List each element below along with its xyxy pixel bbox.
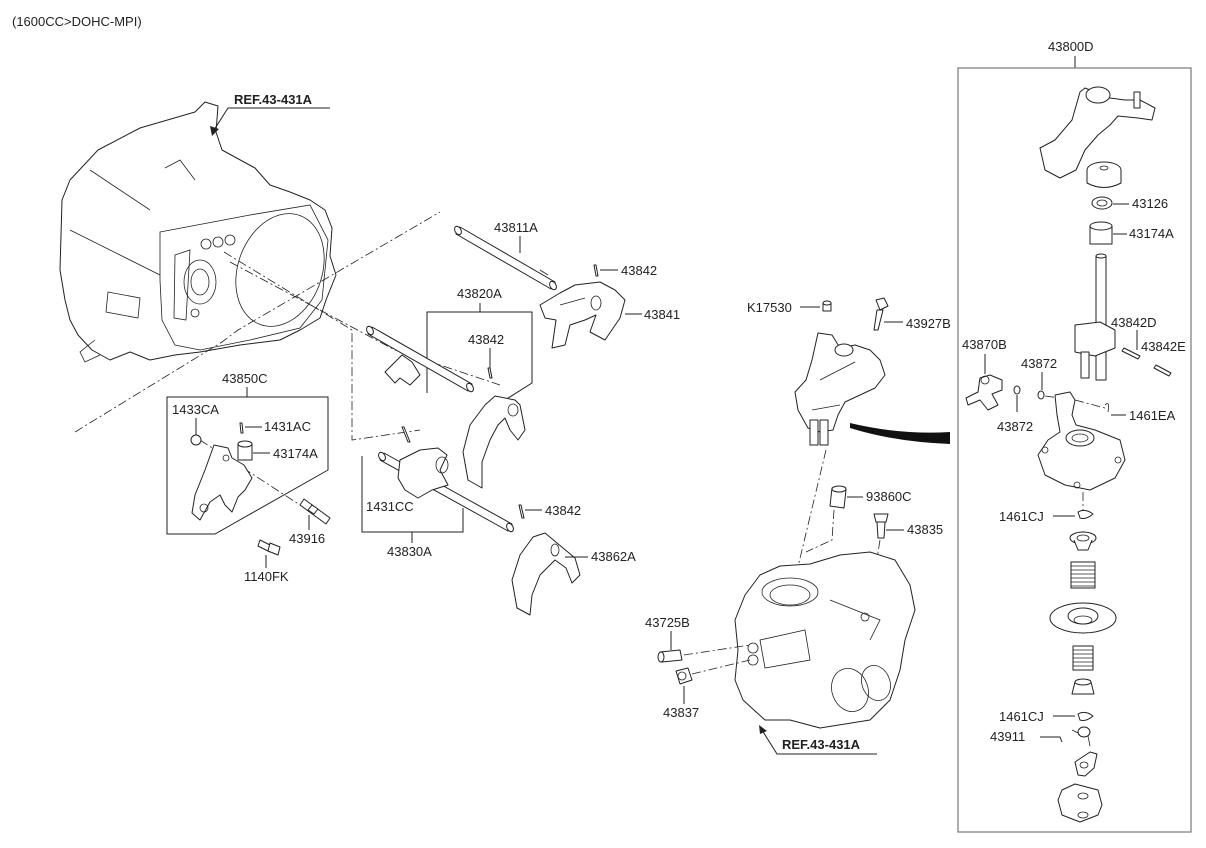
part-spring-upper[interactable] xyxy=(1070,561,1096,589)
reference-callout-lower: REF.43-431A xyxy=(759,725,877,755)
part-label-43842-low[interactable]: 43842 xyxy=(545,503,581,518)
part-label-43820A[interactable]: 43820A xyxy=(457,286,502,301)
part-1461CJ-clip-upper[interactable] xyxy=(1077,509,1094,519)
part-shift-housing-cover[interactable] xyxy=(1037,391,1126,491)
part-43842-roll-pin-low[interactable] xyxy=(518,504,525,519)
part-43830A-shift-rail[interactable] xyxy=(377,447,515,533)
part-label-43872-upper[interactable]: 43872 xyxy=(1021,356,1057,371)
assembly-box-43800D xyxy=(957,67,1192,833)
part-43870B-bracket[interactable] xyxy=(965,374,1003,411)
part-1140FK-bolt[interactable] xyxy=(257,539,281,556)
centerline-switch xyxy=(805,509,835,553)
part-label-43842E[interactable]: 43842E xyxy=(1141,339,1186,354)
part-1461CJ-clip-lower[interactable] xyxy=(1077,711,1094,721)
part-43911-spring[interactable] xyxy=(1071,726,1091,747)
centerline-clip xyxy=(1074,399,1106,409)
part-43862A-shift-fork[interactable] xyxy=(511,532,581,616)
group-bracket-43820A xyxy=(426,311,533,401)
part-43837-plug[interactable] xyxy=(675,667,693,685)
part-43850C-shift-lever[interactable] xyxy=(191,444,253,521)
connection-wedge xyxy=(850,423,950,444)
part-label-43174A-right[interactable]: 43174A xyxy=(1129,226,1174,241)
part-spring-seat-upper[interactable] xyxy=(1069,531,1097,551)
reference-label-lower: REF.43-431A xyxy=(782,737,861,752)
part-43820A-shift-fork[interactable] xyxy=(462,395,526,489)
part-label-43841[interactable]: 43841 xyxy=(644,307,680,322)
part-K17530-plug[interactable] xyxy=(822,300,832,312)
part-label-43862A[interactable]: 43862A xyxy=(591,549,636,564)
part-spring-seat-lower[interactable] xyxy=(1071,678,1095,695)
part-43872-oring-upper[interactable] xyxy=(1037,390,1045,400)
engine-variant-caption: (1600CC>DOHC-MPI) xyxy=(12,14,142,29)
part-label-43916[interactable]: 43916 xyxy=(289,531,325,546)
part-label-43725B[interactable]: 43725B xyxy=(645,615,690,630)
transaxle-housing-lower[interactable] xyxy=(734,551,916,729)
part-1431AC-pin[interactable] xyxy=(239,422,244,434)
reference-callout-upper: REF.43-431A xyxy=(210,92,330,136)
assembly-label-43800D[interactable]: 43800D xyxy=(1048,39,1094,54)
part-43842-roll-pin-top[interactable] xyxy=(593,264,599,277)
part-label-43126[interactable]: 43126 xyxy=(1132,196,1168,211)
part-1433CA-bushing[interactable] xyxy=(190,434,202,446)
part-43842E-pin[interactable] xyxy=(1153,364,1172,377)
part-1461EA-clip[interactable] xyxy=(1104,403,1109,413)
centerline-shift-assy xyxy=(789,449,827,601)
part-label-1140FK[interactable]: 1140FK xyxy=(244,569,289,584)
part-93860C-switch[interactable] xyxy=(829,485,847,509)
part-label-K17530[interactable]: K17530 xyxy=(747,300,792,315)
part-label-1433CA[interactable]: 1433CA xyxy=(172,402,219,417)
part-43820A-shift-rail[interactable] xyxy=(365,325,475,393)
part-43174A-bushing-left[interactable] xyxy=(237,440,253,461)
centerline-pin xyxy=(683,644,751,656)
reference-label: REF.43-431A xyxy=(234,92,313,107)
part-label-43872-lower[interactable]: 43872 xyxy=(997,419,1033,434)
centerline-plug-2 xyxy=(691,659,751,675)
part-label-1461CJ-lower[interactable]: 1461CJ xyxy=(999,709,1044,724)
part-43174A-bushing-right[interactable] xyxy=(1089,221,1113,245)
part-1431CC-pin[interactable] xyxy=(401,426,411,443)
shift-control-assembly[interactable] xyxy=(794,332,886,446)
part-label-43835[interactable]: 43835 xyxy=(907,522,943,537)
part-43811A-shift-rail[interactable] xyxy=(453,225,558,291)
part-43842-roll-pin-mid[interactable] xyxy=(487,367,493,379)
part-label-43927B[interactable]: 43927B xyxy=(906,316,951,331)
part-label-1461EA[interactable]: 1461EA xyxy=(1129,408,1176,423)
transaxle-housing-left[interactable] xyxy=(59,101,339,363)
part-shift-shaft[interactable] xyxy=(1074,253,1116,381)
part-43927B-bolt[interactable] xyxy=(873,297,889,331)
part-label-1461CJ-upper[interactable]: 1461CJ xyxy=(999,509,1044,524)
group-box-43850C xyxy=(166,396,329,535)
part-43835-plug[interactable] xyxy=(873,513,889,539)
part-shift-lever-upper[interactable] xyxy=(1039,86,1156,188)
part-43842D-pin[interactable] xyxy=(1121,347,1141,360)
part-label-43911[interactable]: 43911 xyxy=(990,729,1025,744)
arrow-icon xyxy=(759,725,767,734)
part-label-43870B[interactable]: 43870B xyxy=(962,337,1007,352)
part-select-lever[interactable] xyxy=(1074,751,1098,777)
part-label-43842-mid[interactable]: 43842 xyxy=(468,332,504,347)
part-label-43842D[interactable]: 43842D xyxy=(1111,315,1157,330)
part-label-43830A[interactable]: 43830A xyxy=(387,544,432,559)
assembly-centerlines-left xyxy=(74,211,501,506)
arrow-icon xyxy=(210,126,219,136)
part-43872-oring-lower[interactable] xyxy=(1013,385,1021,395)
part-spring-lower[interactable] xyxy=(1072,645,1094,671)
part-label-43174A-left[interactable]: 43174A xyxy=(273,446,318,461)
part-43916-shaft[interactable] xyxy=(299,498,331,525)
part-label-1431AC[interactable]: 1431AC xyxy=(264,419,311,434)
part-label-43842-top[interactable]: 43842 xyxy=(621,263,657,278)
part-43841-shift-lever[interactable] xyxy=(539,281,626,349)
part-43126-seal[interactable] xyxy=(1091,196,1113,210)
part-label-93860C[interactable]: 93860C xyxy=(866,489,912,504)
part-label-1431CC[interactable]: 1431CC xyxy=(366,499,414,514)
part-label-43850C[interactable]: 43850C xyxy=(222,371,268,386)
part-label-43837[interactable]: 43837 xyxy=(663,705,699,720)
part-spring-plate[interactable] xyxy=(1049,602,1117,634)
part-lever-bracket[interactable] xyxy=(1057,783,1103,823)
part-label-43811A[interactable]: 43811A xyxy=(494,220,538,235)
part-43725B-pin[interactable] xyxy=(657,649,683,663)
